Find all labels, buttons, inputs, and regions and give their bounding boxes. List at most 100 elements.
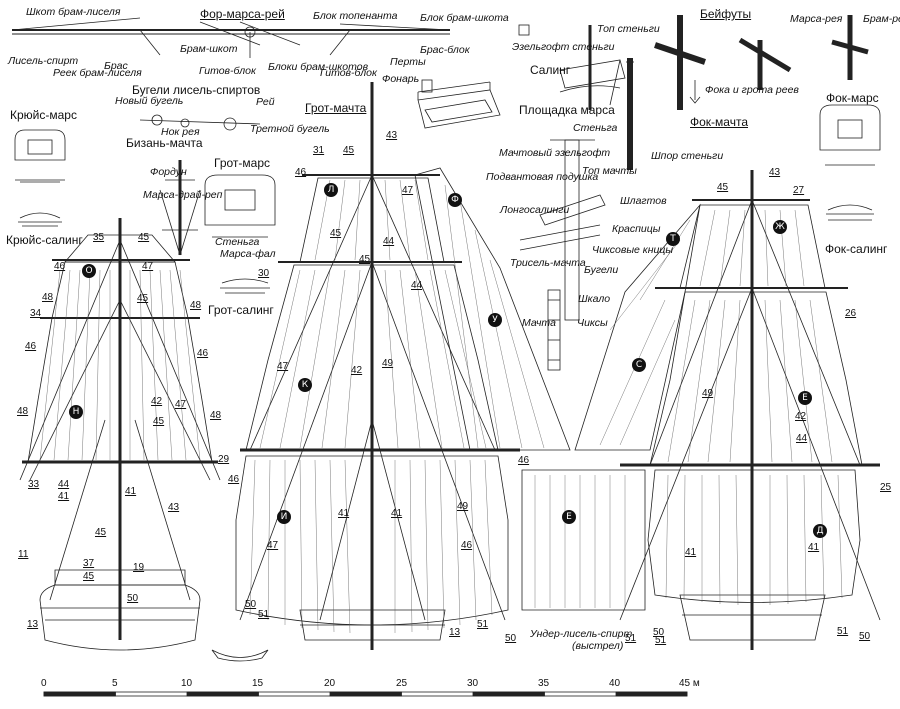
label-shlagtov: Шлагтов <box>620 195 667 207</box>
main-mast-ship <box>235 82 571 650</box>
label-shkot-bram-lisel: Шкот брам-лиселя <box>26 6 121 18</box>
label-bras: Брас <box>104 60 128 72</box>
sail-letter: Ж <box>773 220 787 234</box>
ref-number: 45 <box>330 228 342 239</box>
label-ezelgoft-stengi: Эзельгофт стеньги <box>512 41 615 53</box>
scale-tick-label: 25 <box>396 678 408 689</box>
stern-view-ship <box>19 218 269 662</box>
label-shpor-stengi: Шпор стеньги <box>651 150 724 162</box>
label-krujs-saling: Крюйс-салинг <box>6 233 83 247</box>
main-sail-panels <box>249 179 545 634</box>
sail-letter: Т <box>666 232 680 246</box>
yard-detail <box>11 17 451 58</box>
sail-letter: Н <box>69 405 83 419</box>
ref-number: 51 <box>625 633 637 644</box>
ref-number: 47 <box>277 361 289 372</box>
label-fok-mars: Фок-марс <box>826 91 879 105</box>
label-ploshchadka-marsa: Площадка марса <box>519 103 615 117</box>
tops-plans <box>14 104 881 294</box>
ref-number: 45 <box>137 293 149 304</box>
sail-letter: Д <box>813 524 827 538</box>
label-krasitsy: Краспицы <box>612 223 661 235</box>
ref-number: 45 <box>343 145 355 156</box>
ref-number: 49 <box>382 358 394 369</box>
ref-number: 41 <box>58 491 70 502</box>
label-fordun: Фордун <box>150 166 187 178</box>
label-blok-bram-shkota: Блок брам-шкота <box>420 12 509 24</box>
ref-number: 50 <box>505 633 517 644</box>
ref-number: 41 <box>125 486 137 497</box>
label-marsa-dray-rep: Марса-драй-реп <box>143 189 223 201</box>
ref-number: 46 <box>197 348 209 359</box>
ref-number: 29 <box>218 454 230 465</box>
ref-number: 50 <box>859 631 871 642</box>
label-under-lisel-spirt: Ундер-лисель-спирт <box>530 628 633 640</box>
sail-letter: У <box>488 313 502 327</box>
ref-number: 47 <box>402 185 414 196</box>
ref-number: 41 <box>808 542 820 553</box>
scale-tick-label: 45 м <box>679 678 700 689</box>
scale-tick-label: 15 <box>252 678 264 689</box>
label-bras-blok: Брас-блок <box>420 44 470 56</box>
label-trisel-machta: Трисель-мачта <box>510 257 586 269</box>
ref-number: 43 <box>168 502 180 513</box>
scale-tick-label: 35 <box>538 678 550 689</box>
ref-number: 45 <box>138 232 150 243</box>
label-noviy-bugel: Новый бугель <box>115 95 184 107</box>
ref-number: 46 <box>25 341 37 352</box>
label-marsa-reya: Марса-рея <box>790 13 843 25</box>
scale-bar <box>43 691 688 697</box>
ref-number: 26 <box>845 308 857 319</box>
ref-number: 50 <box>127 593 139 604</box>
ref-number: 47 <box>175 399 187 410</box>
ref-number: 19 <box>133 562 145 573</box>
label-longosalingi: Лонгосалинги <box>500 204 570 216</box>
label-bloki-bram-shkotov: Блоки брам-шкотов <box>268 61 369 73</box>
ref-number: 47 <box>267 540 279 551</box>
sail-letter: И <box>277 510 291 524</box>
label-tretnoy-bugel: Третной бугель <box>250 123 330 135</box>
sail-letter: Е <box>562 510 576 524</box>
ref-number: 51 <box>258 609 270 620</box>
label-fok-saling: Фок-салинг <box>825 242 888 256</box>
label-fonar: Фонарь <box>382 73 420 85</box>
sail-letter: К <box>298 378 312 392</box>
ref-number: 49 <box>702 388 714 399</box>
label-marsa-fal: Марса-фал <box>220 248 276 260</box>
ref-number: 50 <box>653 627 665 638</box>
label-top-stengi: Топ стеньги <box>597 23 660 35</box>
label-bizan-machta: Бизань-мачта <box>126 136 203 150</box>
ref-number: 25 <box>880 482 892 493</box>
scale-tick-label: 20 <box>324 678 336 689</box>
ref-number: 48 <box>17 406 29 417</box>
sail-letter: О <box>82 264 96 278</box>
ref-number: 30 <box>258 268 270 279</box>
label-bram-reya: Брам-рея <box>863 13 900 25</box>
fore-mast-ship <box>521 170 881 650</box>
label-chiksovye-knitsy: Чиксовые кницы <box>592 244 674 256</box>
ref-number: 31 <box>313 145 325 156</box>
ref-number: 46 <box>518 455 530 466</box>
label-bugeli-lisel-spirtov: Бугели лисель-спиртов <box>132 83 261 97</box>
label-nok-reya: Нок рея <box>161 126 200 138</box>
label-foka-grota-reev: Фока и грота реев <box>705 84 799 96</box>
label-blok-topenanta: Блок топенанта <box>313 10 398 22</box>
label-gitov-blok-b: Гитов-блок <box>320 67 377 79</box>
label-podvantovaya-podushka: Подвантовая подушка <box>486 171 599 183</box>
ref-number: 42 <box>351 365 363 376</box>
ref-number: 41 <box>391 508 403 519</box>
ref-number: 46 <box>295 167 307 178</box>
ref-number: 45 <box>83 571 95 582</box>
ref-number: 48 <box>42 292 54 303</box>
label-bugeli: Бугели <box>584 264 619 276</box>
label-stenga: Стеньга <box>573 122 618 134</box>
ref-number: 47 <box>142 261 154 272</box>
ref-number: 51 <box>477 619 489 630</box>
label-krujs-mars: Крюйс-марс <box>10 108 77 122</box>
sail-letter: Ф <box>448 193 462 207</box>
sail-letter: Л <box>324 183 338 197</box>
ref-number: 37 <box>83 558 95 569</box>
scale-tick-label: 40 <box>609 678 621 689</box>
